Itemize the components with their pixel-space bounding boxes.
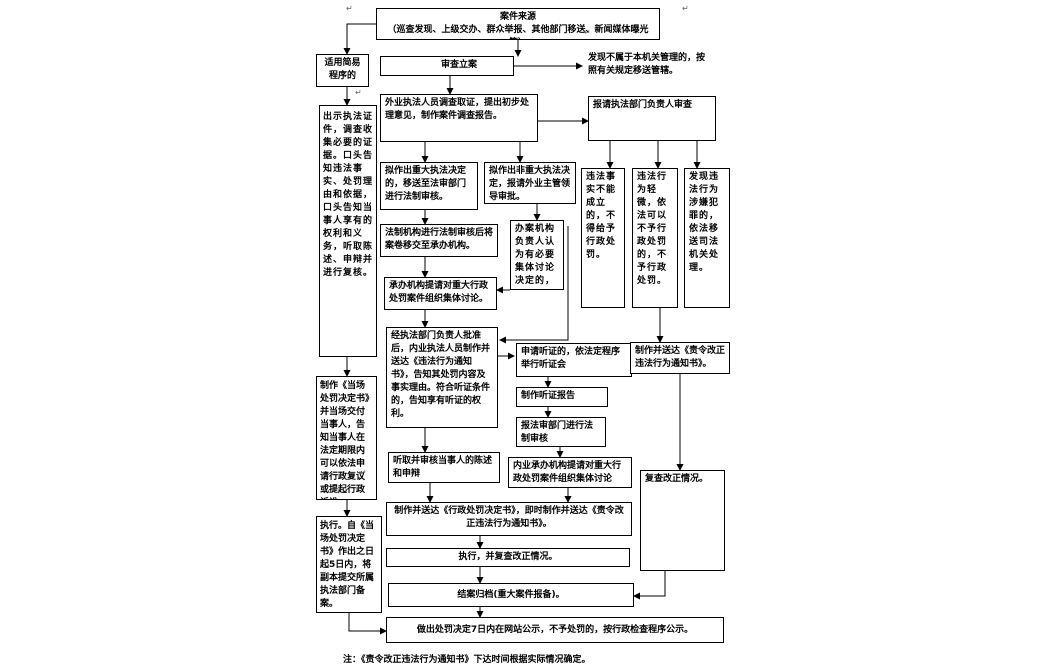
hearing-report-box: 制作听证报告 (516, 387, 608, 407)
onsite-decision-box: 制作《当场处罚决定书》并当场交付当事人，告知当事人在法定期限内可以依法申请行政复… (316, 376, 377, 500)
crime-suspected-box: 发现违法行为涉嫌犯罪的，依法移送司法机关处理。 (684, 168, 730, 308)
no-violation-text: 违法事实不能成立的，不得给予行政处罚。 (586, 172, 617, 260)
crime-suspected-text: 发现违法行为涉嫌犯罪的，依法移送司法机关处理。 (689, 172, 720, 273)
investigation-box: 外业执法人员调查取证，提出初步处理意见，制作案件调查报告。 (380, 94, 538, 142)
case-source-box: 案件来源 （巡查发现、上级交办、群众举报、其他部门移送、新闻媒体曝光等） (376, 8, 660, 40)
internal-discussion-box: 内业承办机构提请对重大行政处罚案件组织集体讨论 (508, 457, 632, 488)
execute-review-box: 执行，并复查改正情况。 (386, 548, 630, 567)
no-violation-box: 违法事实不能成立的，不得给予行政处罚。 (581, 168, 625, 308)
publicity-box: 做出处罚决定7日内在网站公示，不予处罚的，按行政检查程序公示。 (386, 617, 724, 643)
hearing-request-text: 申请听证的，依法定程序举行听证会 (521, 347, 621, 370)
show-certificate-text: 出示执法证件，调查收集必要的证据。口头告知违法事实、处罚理由和依据，口头告知当事… (323, 112, 374, 278)
publicity-text: 做出处罚决定7日内在网站公示，不予处罚的，按行政检查程序公示。 (416, 625, 694, 635)
paragraph-mark: ↵ (360, 468, 367, 477)
submit-legal-box: 报法审部门进行法制审核 (516, 417, 606, 447)
hear-defense-text: 听取并审核当事人的陈述和申辩 (393, 456, 493, 479)
execute-review-text: 执行，并复查改正情况。 (458, 552, 558, 562)
case-staff-head-box: 办案机构负责人认为有必要集体讨论决定的， (510, 220, 564, 290)
dept-head-review-box: 报请执法部门负责人审查 (588, 96, 716, 141)
hear-defense-box: 听取并审核当事人的陈述和申辩 (388, 452, 500, 483)
collective-discussion-box: 承办机构提请对重大行政处罚案件组织集体讨论。 (384, 277, 497, 310)
submit-legal-text: 报法审部门进行法制审核 (521, 421, 594, 444)
close-case-text: 结案归档(重大案件报备)。 (457, 590, 565, 600)
review-correction-box: 复查改正情况。 (640, 470, 725, 571)
collective-discussion-text: 承办机构提请对重大行政处罚案件组织集体讨论。 (389, 281, 489, 304)
correction-notice-text: 制作并送达《责令改正违法行为通知书》。 (635, 346, 726, 369)
close-case-box: 结案归档(重大案件报备)。 (388, 583, 634, 607)
legal-review-text: 法制机构进行法制审核后将案卷移交至承办机构。 (385, 228, 494, 251)
onsite-decision-text: 制作《当场处罚决定书》并当场交付当事人，告知当事人在法定期限内可以依法申请行政复… (320, 381, 370, 499)
minor-violation-box: 违法行为轻微，依法可以不予行政处罚的，不予行政处罚。 (632, 168, 678, 308)
approval-notice-box: 经执法部门负责人批准后，内业执法人员制作并送达《违法行为通知书》，告知其处罚内容… (386, 327, 498, 428)
not-in-scope-text: 发现不属于本机关管理的，按照有关规定移送管辖。 (588, 53, 706, 76)
case-filing-text: 审查立案 (441, 60, 478, 70)
make-decision-text: 制作并送达《行政处罚决定书》，即时制作并送达《责令改正违法行为通知书》。 (394, 506, 624, 529)
review-correction-text: 复查改正情况。 (645, 474, 709, 484)
footnote: 注：《责令改正违法行为通知书》下达时间根据实际情况确定。 (343, 652, 591, 665)
minor-violation-text: 违法行为轻微，依法可以不予行政处罚的，不予行政处罚。 (637, 172, 668, 286)
case-staff-head-text: 办案机构负责人认为有必要集体讨论决定的， (515, 224, 556, 286)
hearing-report-text: 制作听证报告 (521, 391, 576, 401)
simple-procedure-text: 适用简易程序的 (324, 58, 361, 81)
case-source-subtitle: （巡查发现、上级交办、群众举报、其他部门移送、新闻媒体曝光等） (387, 25, 649, 39)
execute-onsite-box: 执行。自《当场处罚决定书》作出之日起5日内，将副本提交所属执法部门备案。 (316, 516, 382, 613)
investigation-text: 外业执法人员调查取证，提出初步处理意见，制作案件调查报告。 (385, 98, 530, 121)
legal-review-box: 法制机构进行法制审核后将案卷移交至承办机构。 (380, 224, 498, 257)
make-decision-box: 制作并送达《行政处罚决定书》，即时制作并送达《责令改正违法行为通知书》。 (386, 502, 632, 536)
paragraph-mark: ↵ (682, 4, 689, 13)
footnote-text: 注：《责令改正违法行为通知书》下达时间根据实际情况确定。 (343, 655, 591, 665)
major-decision-box: 拟作出重大执法决定的，移送至法审部门进行法制审核。 (380, 162, 478, 210)
not-in-scope-box: 发现不属于本机关管理的，按照有关规定移送管辖。 (584, 50, 716, 83)
show-certificate-box: 出示执法证件，调查收集必要的证据。口头告知违法事实、处罚理由和依据，口头告知当事… (319, 105, 377, 357)
case-source-title: 案件来源 (499, 12, 536, 22)
nonmajor-decision-text: 拟作出非重大执法决定，报请外业主管领导审批。 (489, 166, 571, 202)
internal-discussion-text: 内业承办机构提请对重大行政处罚案件组织集体讨论 (513, 461, 622, 484)
case-filing-box: 审查立案 (380, 56, 514, 76)
nonmajor-decision-box: 拟作出非重大执法决定，报请外业主管领导审批。 (484, 162, 576, 204)
dept-head-review-text: 报请执法部门负责人审查 (593, 100, 693, 110)
approval-notice-text: 经执法部门负责人批准后，内业执法人员制作并送达《违法行为通知书》，告知其处罚内容… (391, 331, 491, 419)
major-decision-text: 拟作出重大执法决定的，移送至法审部门进行法制审核。 (385, 166, 467, 202)
execute-onsite-text: 执行。自《当场处罚决定书》作出之日起5日内，将副本提交所属执法部门备案。 (320, 521, 375, 609)
hearing-request-box: 申请听证的，依法定程序举行听证会 (516, 343, 632, 377)
correction-notice-box: 制作并送达《责令改正违法行为通知书》。 (630, 342, 730, 374)
paragraph-mark: ↵ (346, 4, 353, 13)
simple-procedure-box: 适用简易程序的 (316, 54, 369, 87)
paragraph-mark: ↵ (355, 88, 362, 97)
paragraph-mark: ↵ (584, 28, 591, 37)
